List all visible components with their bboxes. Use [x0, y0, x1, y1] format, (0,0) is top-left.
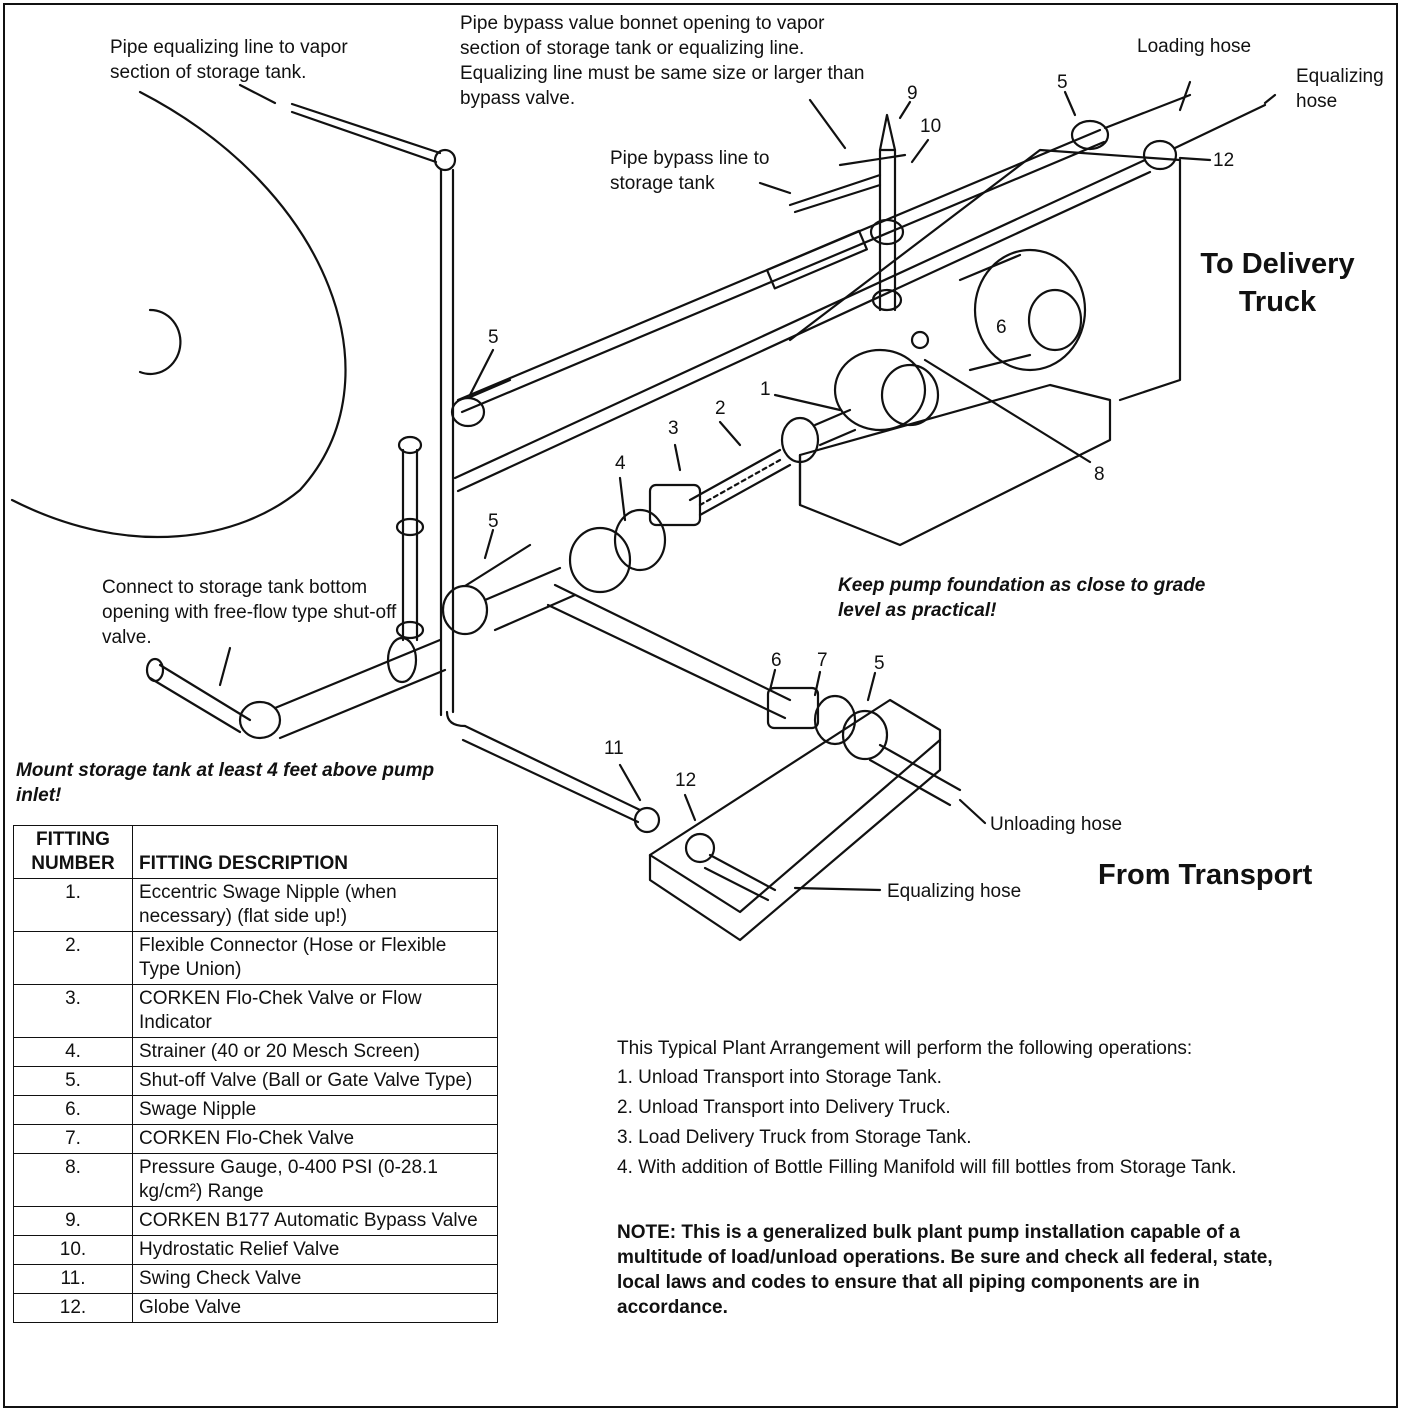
- number-6: 6: [771, 650, 782, 671]
- tank-outlet-arc: [138, 308, 182, 376]
- fitting-description: Globe Valve: [132, 1293, 498, 1323]
- fitting-number: 4.: [13, 1037, 133, 1067]
- callout-equalizing-hose-top: Equalizing hose: [1296, 66, 1384, 112]
- table-row: 10.Hydrostatic Relief Valve: [13, 1235, 498, 1265]
- fitting-number: 12.: [13, 1293, 133, 1323]
- fitting-table-body: 1.Eccentric Swage Nipple (when necessary…: [13, 878, 498, 1323]
- number-7: 7: [817, 650, 828, 671]
- number-6-motor: 6: [996, 317, 1007, 338]
- callout-unloading-hose: Unloading hose: [990, 814, 1123, 835]
- callout-bypass-bonnet: Pipe bypass value bonnet opening to vapo…: [460, 13, 865, 109]
- page-frame: [3, 3, 1398, 1408]
- fitting-description: Shut-off Valve (Ball or Gate Valve Type): [132, 1066, 498, 1096]
- callout-equalizing-hose-bottom: Equalizing hose: [887, 881, 1022, 902]
- table-row: 11.Swing Check Valve: [13, 1264, 498, 1294]
- number-5-transport: 5: [874, 653, 885, 674]
- fitting-description: Eccentric Swage Nipple (when necessary) …: [132, 878, 498, 932]
- operations-items: 1. Unload Transport into Storage Tank. 2.…: [617, 1065, 1297, 1180]
- pump-body: [833, 348, 927, 432]
- fitting-description: Strainer (40 or 20 Mesch Screen): [132, 1037, 498, 1067]
- list-item: 4. With addition of Bottle Filling Manif…: [617, 1157, 1237, 1178]
- fitting-number: 9.: [13, 1206, 133, 1236]
- motor-base: [788, 148, 1182, 402]
- fitting-description: Hydrostatic Relief Valve: [132, 1235, 498, 1265]
- note-text: NOTE: This is a generalized bulk plant p…: [617, 1222, 1273, 1318]
- fitting-number: 1.: [13, 878, 133, 932]
- fitting-number: 6.: [13, 1095, 133, 1125]
- table-row: 5.Shut-off Valve (Ball or Gate Valve Typ…: [13, 1066, 498, 1096]
- list-item: 2. Unload Transport into Delivery Truck.: [617, 1097, 951, 1118]
- fitting-number: 10.: [13, 1235, 133, 1265]
- callout-equalizing-line: Pipe equalizing line to vapor section of…: [110, 37, 348, 83]
- fitting-number: 2.: [13, 931, 133, 985]
- number-12-bottom: 12: [675, 770, 697, 791]
- number-2: 2: [715, 398, 726, 419]
- warning-tank-height: Mount storage tank at least 4 feet above…: [16, 760, 435, 806]
- number-3: 3: [668, 418, 679, 439]
- heading-from-transport: From Transport: [1098, 859, 1313, 891]
- table-row: 2.Flexible Connector (Hose or Flexible T…: [13, 931, 498, 985]
- number-5-upper: 5: [488, 327, 499, 348]
- number-5-loading: 5: [1057, 72, 1068, 93]
- operations-list: This Typical Plant Arrangement will perf…: [617, 1036, 1297, 1185]
- motor-end: [973, 248, 1087, 372]
- storage-tank-outline: [10, 90, 347, 539]
- list-item: 1. Unload Transport into Storage Tank.: [617, 1067, 942, 1088]
- fitting-description: CORKEN Flo-Chek Valve: [132, 1124, 498, 1154]
- number-5-lower: 5: [488, 511, 499, 532]
- operations-intro: This Typical Plant Arrangement will perf…: [617, 1038, 1193, 1059]
- warning-foundation: Keep pump foundation as close to grade l…: [838, 575, 1206, 621]
- fitting-description: Pressure Gauge, 0-400 PSI (0-28.1 kg/cm²…: [132, 1153, 498, 1207]
- pump-foundation: [798, 383, 1112, 547]
- header-fitting-description: FITTING DESCRIPTION: [132, 825, 498, 879]
- table-row: 12.Globe Valve: [13, 1293, 498, 1323]
- fitting-number: 11.: [13, 1264, 133, 1294]
- list-item: 3. Load Delivery Truck from Storage Tank…: [617, 1127, 972, 1148]
- fitting-table: FITTING NUMBER FITTING DESCRIPTION 1.Ecc…: [13, 825, 498, 1323]
- fitting-description: Flexible Connector (Hose or Flexible Typ…: [132, 931, 498, 985]
- table-row: 8.Pressure Gauge, 0-400 PSI (0-28.1 kg/c…: [13, 1153, 498, 1207]
- fitting-number: 7.: [13, 1124, 133, 1154]
- fitting-description: CORKEN Flo-Chek Valve or Flow Indicator: [132, 984, 498, 1038]
- table-row: 3.CORKEN Flo-Chek Valve or Flow Indicato…: [13, 984, 498, 1038]
- heading-to-delivery: To Delivery Truck: [1200, 248, 1355, 318]
- table-row: 9.CORKEN B177 Automatic Bypass Valve: [13, 1206, 498, 1236]
- fitting-number: 8.: [13, 1153, 133, 1207]
- number-11: 11: [604, 738, 624, 759]
- fitting-number: 3.: [13, 984, 133, 1038]
- fitting-description: Swing Check Valve: [132, 1264, 498, 1294]
- callout-loading-hose: Loading hose: [1137, 36, 1252, 57]
- fitting-number: 5.: [13, 1066, 133, 1096]
- number-10: 10: [920, 116, 942, 137]
- table-row: 6.Swage Nipple: [13, 1095, 498, 1125]
- table-row: 1.Eccentric Swage Nipple (when necessary…: [13, 878, 498, 932]
- number-12-top: 12: [1213, 150, 1235, 171]
- table-row: 7.CORKEN Flo-Chek Valve: [13, 1124, 498, 1154]
- callout-bypass-line: Pipe bypass line to storage tank: [610, 148, 770, 194]
- fitting-description: CORKEN B177 Automatic Bypass Valve: [132, 1206, 498, 1236]
- number-8: 8: [1094, 464, 1105, 485]
- number-4: 4: [615, 453, 626, 474]
- number-1: 1: [760, 379, 771, 400]
- callout-connect-tank: Connect to storage tank bottom opening w…: [102, 577, 397, 648]
- table-row: 4.Strainer (40 or 20 Mesch Screen): [13, 1037, 498, 1067]
- header-fitting-number: FITTING NUMBER: [13, 825, 133, 879]
- fitting-description: Swage Nipple: [132, 1095, 498, 1125]
- number-9: 9: [907, 83, 918, 104]
